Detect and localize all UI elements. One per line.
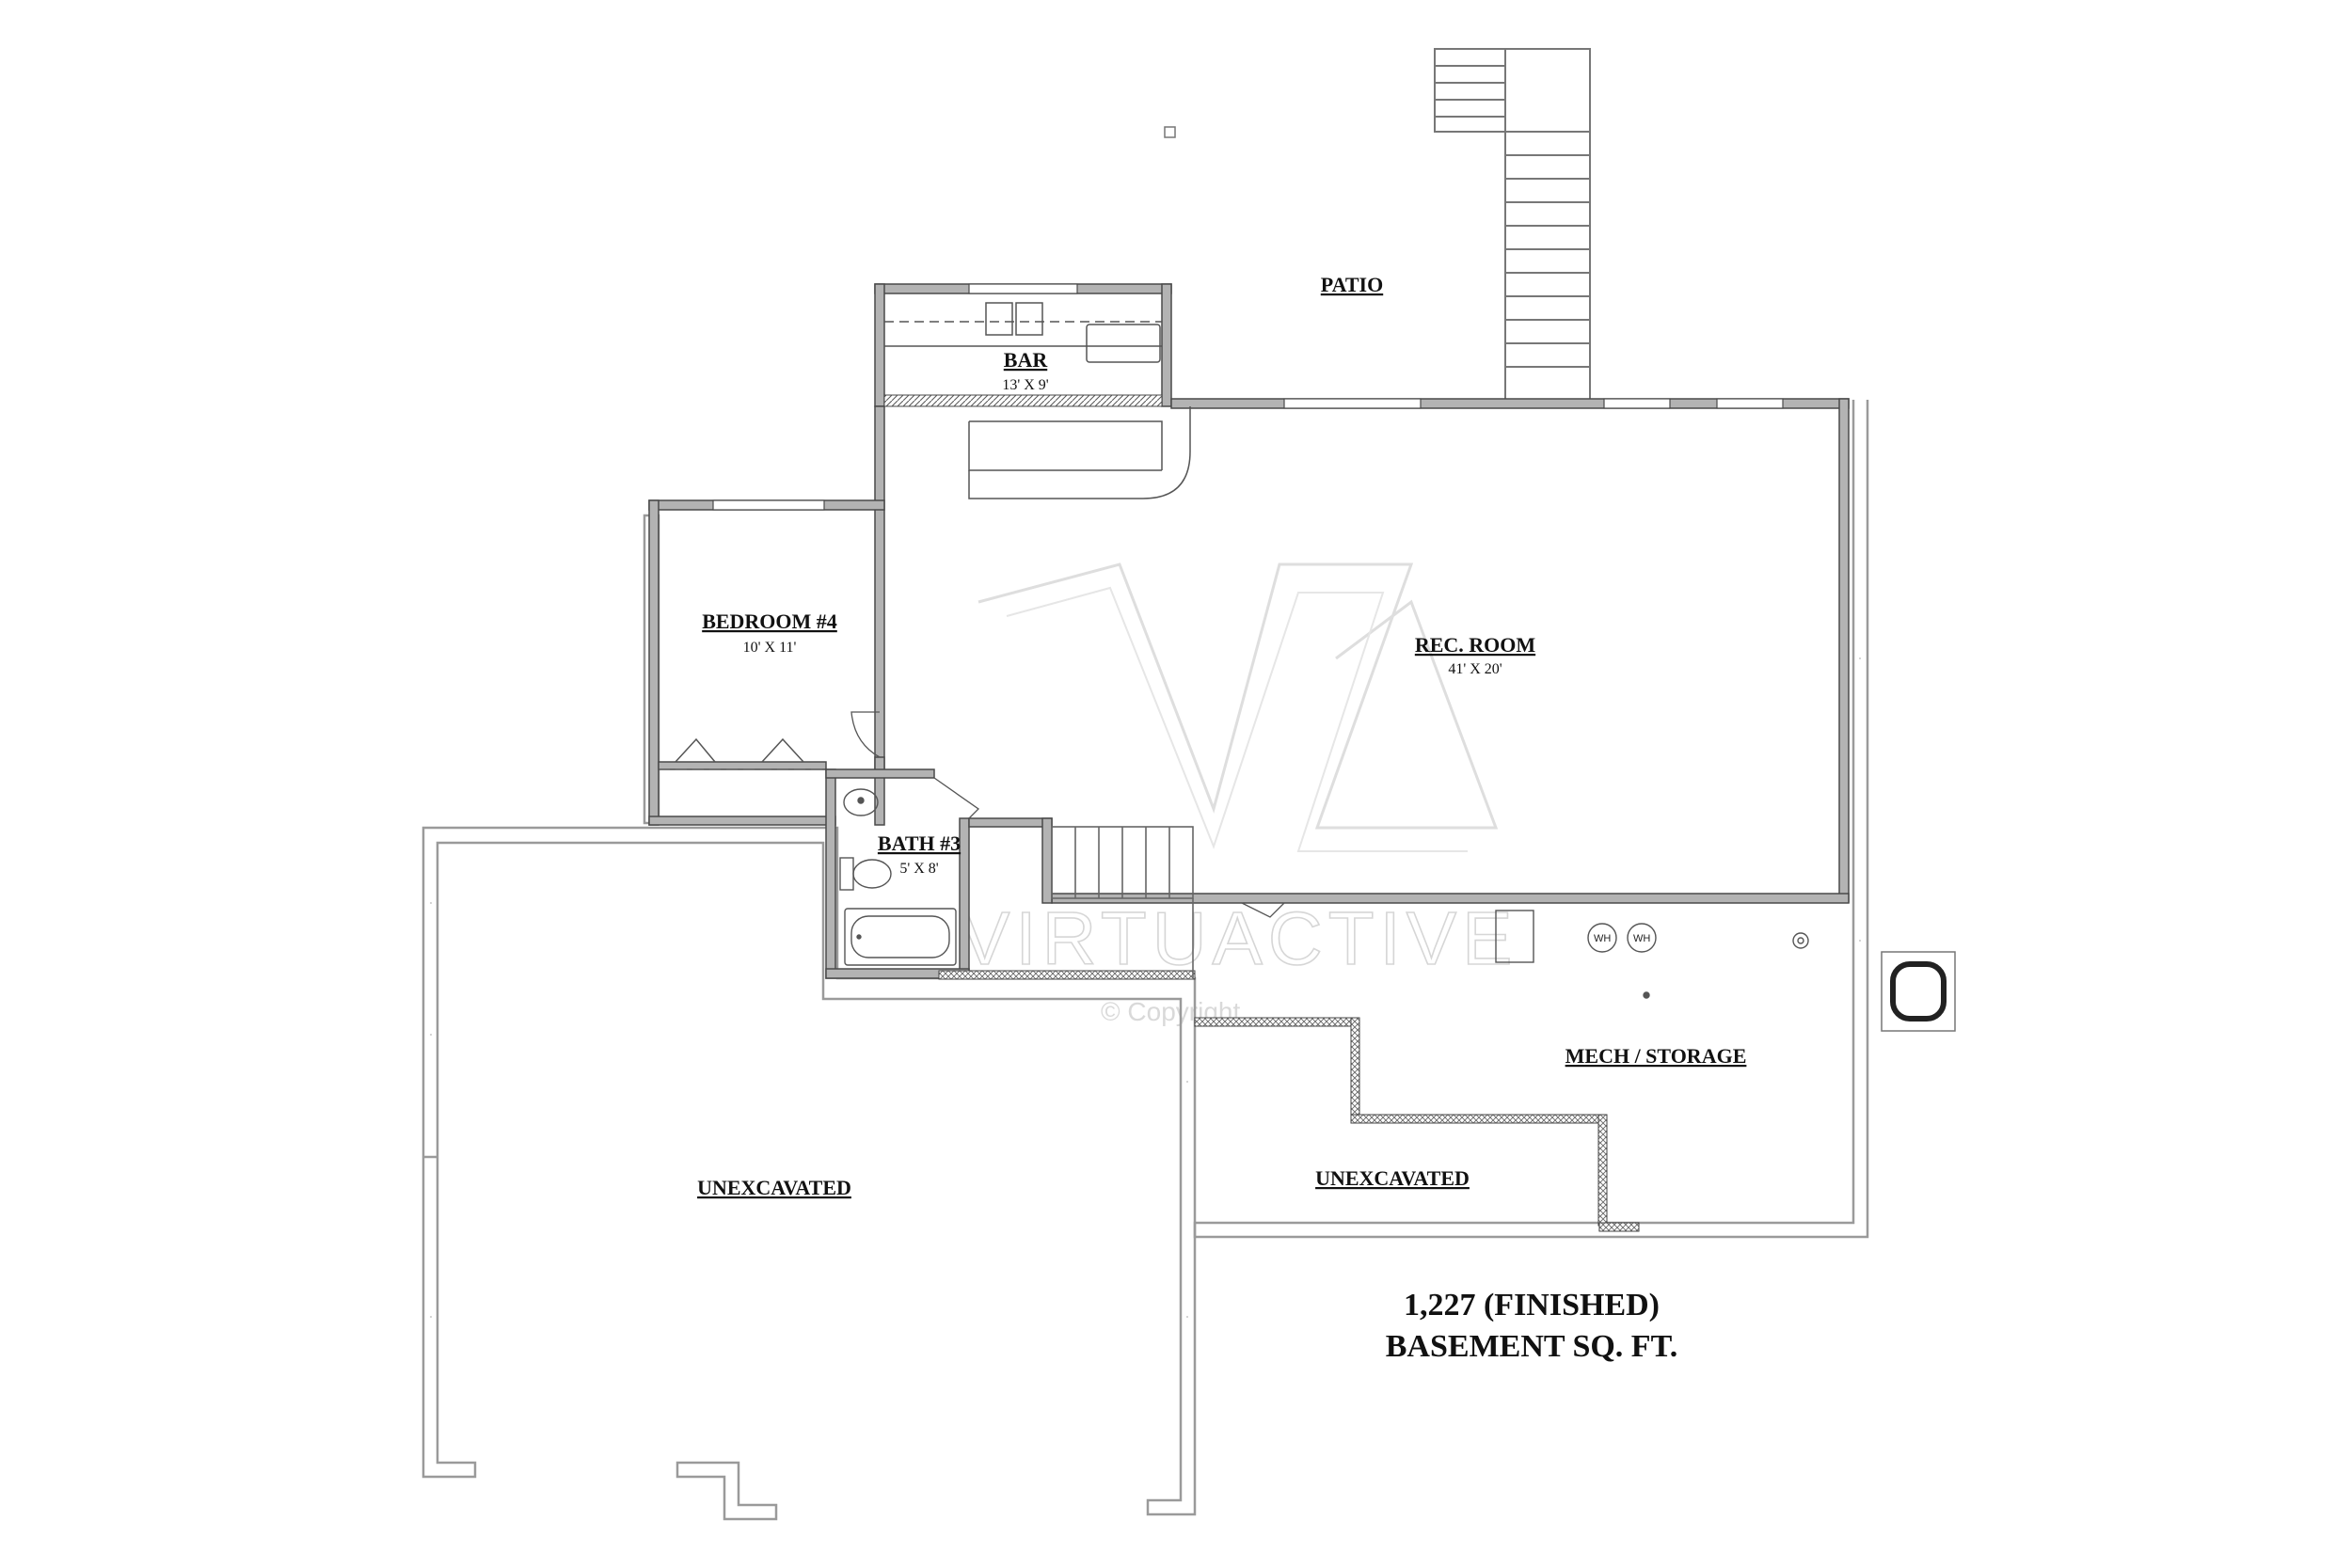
water-heater-1: [1587, 923, 1617, 953]
water-heater-label-1: WH: [1594, 933, 1611, 944]
bar-counter: [884, 302, 1191, 499]
toilet-bowl: [852, 859, 892, 889]
bedroom4-label: BEDROOM #4: [702, 610, 837, 633]
toilet-tank: [839, 857, 854, 891]
windows: [712, 283, 1784, 511]
sink: [843, 788, 879, 816]
water-heater-2: [1627, 923, 1657, 953]
mech-storage-label: MECH / STORAGE: [1565, 1044, 1747, 1068]
watermark-logo: [977, 562, 1499, 830]
partition-walls: [938, 970, 1640, 1232]
finished-sqft: 1,227 (FINISHED): [1404, 1288, 1660, 1323]
basement-stair: [1051, 826, 1194, 978]
exterior-stair: [1434, 48, 1591, 401]
unexcavated-left-label: UNEXCAVATED: [697, 1176, 851, 1199]
rec-room-label: REC. ROOM: [1415, 633, 1536, 657]
water-heater-label-2: WH: [1633, 933, 1650, 944]
basement-sqft-label: BASEMENT SQ. FT.: [1386, 1329, 1677, 1364]
bar-label: BAR: [1004, 348, 1049, 372]
patio-label: PATIO: [1321, 273, 1383, 296]
bedroom4-dims: 10' X 11': [743, 640, 797, 656]
bar-dims: 13' X 9': [1002, 377, 1048, 393]
bath3-dims: 5' X 8': [899, 861, 938, 877]
bar-half-wall: [883, 394, 1163, 407]
watermark: VIRTUACTIVE © Copyright: [959, 562, 1518, 1026]
floor-drain: [1643, 991, 1650, 999]
furnace: [1495, 910, 1534, 963]
watermark-brand: VIRTUACTIVE: [960, 896, 1518, 980]
mech-fixtures: [1495, 910, 1809, 999]
ac-unit: [1881, 951, 1956, 1032]
closet-doors: [659, 737, 826, 770]
interior-walls: [648, 283, 1850, 979]
bathtub: [844, 908, 957, 966]
unexcavated-right-label: UNEXCAVATED: [1315, 1166, 1470, 1190]
rec-room-dims: 41' X 20': [1448, 661, 1502, 677]
bath-fixtures: [839, 788, 957, 966]
post-marker: [1164, 126, 1176, 138]
door-swings: [850, 711, 1285, 918]
sump: [1792, 932, 1809, 949]
bath3-label: BATH #3: [878, 832, 961, 855]
